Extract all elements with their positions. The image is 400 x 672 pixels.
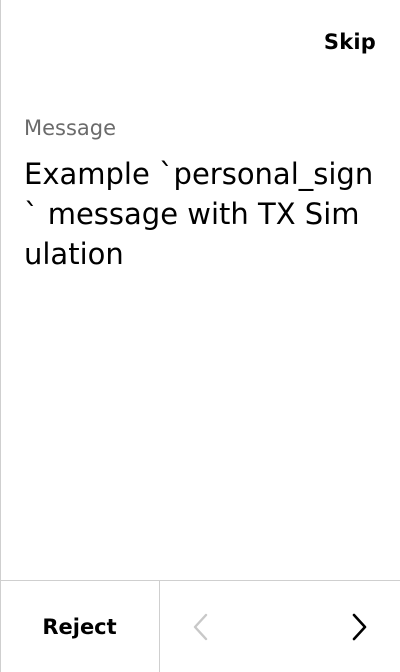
header: Skip: [0, 0, 400, 88]
previous-button[interactable]: [160, 581, 240, 672]
footer-actions: Reject: [0, 580, 400, 672]
message-label: Message: [24, 116, 117, 140]
message-section: Message Example `personal_sign` message …: [24, 114, 376, 274]
chevron-right-icon: [352, 613, 367, 640]
chevron-left-icon: [193, 613, 208, 640]
skip-button[interactable]: Skip: [323, 30, 376, 54]
message-text: Example `personal_sign` message with TX …: [24, 157, 374, 271]
left-divider: [0, 0, 1, 672]
next-button[interactable]: [320, 581, 400, 672]
pagination-controls: [160, 581, 400, 672]
reject-button[interactable]: Reject: [0, 581, 160, 672]
